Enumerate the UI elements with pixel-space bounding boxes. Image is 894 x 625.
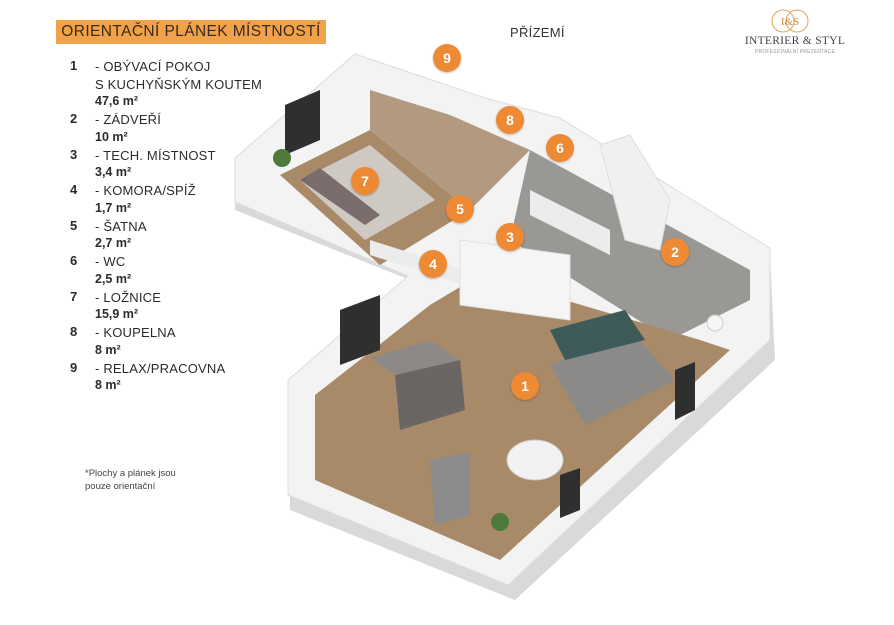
legend-item-2: 2 - ZÁDVEŘÍ 10 m² [70,111,280,146]
note-line-1: *Plochy a plánek jsou [85,468,176,479]
legend-item-6: 6 - WC 2,5 m² [70,253,280,288]
room-number: 7 [70,288,78,304]
room-name: - KOMORA/SPÍŽ [95,183,196,198]
room-marker-1: 1 [511,372,539,400]
room-marker-3: 3 [496,223,524,251]
room-name: - KOUPELNA [95,325,176,340]
room-area: 15,9 m² [95,307,139,321]
room-number: 5 [70,217,78,233]
room-marker-4: 4 [419,250,447,278]
room-area: 8 m² [95,378,121,392]
room-area: 2,7 m² [95,236,132,250]
legend-item-7: 7 - LOŽNICE 15,9 m² [70,289,280,324]
room-area: 2,5 m² [95,271,132,286]
floor-plan: 1 2 3 4 5 6 7 8 9 [230,40,790,610]
room-marker-5: 5 [446,195,474,223]
logo-tagline: PROFESIONÁLNÍ PREZENTACE [755,49,835,55]
room-marker-8: 8 [496,106,524,134]
room-number: 8 [70,324,78,339]
note-line-2: pouze orientační [85,481,156,492]
room-name: - ŠATNA [95,218,147,234]
room-name: - RELAX/PRACOVNA [95,360,226,376]
legend-item-1: 1 - OBÝVACÍ POKOJ S KUCHYŇSKÝM KOUTEM 47… [70,58,280,110]
logo-monogram: I&S [771,9,809,33]
room-legend: 1 - OBÝVACÍ POKOJ S KUCHYŇSKÝM KOUTEM 47… [70,58,280,395]
svg-text:I&S: I&S [781,16,799,28]
room-area: 47,6 m² [95,94,139,108]
room-name: - LOŽNICE [95,289,162,305]
room-name: - ZÁDVEŘÍ [95,112,162,127]
room-area: 1,7 m² [95,200,132,215]
room-marker-7: 7 [351,167,379,195]
room-name: - TECH. MÍSTNOST [95,147,216,163]
room-marker-2: 2 [661,238,689,266]
disclaimer-note: *Plochy a plánek jsou pouze orientační [85,467,205,493]
room-number: 9 [70,359,78,375]
legend-item-3: 3 - TECH. MÍSTNOST 3,4 m² [70,147,280,182]
legend-item-4: 4 - KOMORA/SPÍŽ 1,7 m² [70,182,280,217]
room-name: - OBÝVACÍ POKOJ [95,59,211,74]
legend-item-9: 9 - RELAX/PRACOVNA 8 m² [70,360,280,395]
title-banner: ORIENTAČNÍ PLÁNEK MÍSTNOSTÍ [56,20,326,44]
floor-label: PŘÍZEMÍ [510,25,565,40]
page-title: ORIENTAČNÍ PLÁNEK MÍSTNOSTÍ [61,23,321,40]
room-marker-6: 6 [546,134,574,162]
room-marker-9: 9 [433,44,461,72]
room-number: 1 [70,58,78,73]
logo: I&S INTERIER & STYL PROFESIONÁLNÍ PREZEN… [740,8,850,56]
floor-plan-illustration [234,53,775,600]
room-number: 3 [70,146,78,162]
legend-item-5: 5 - ŠATNA 2,7 m² [70,218,280,253]
room-number: 6 [70,253,78,268]
room-name: - WC [95,254,126,269]
room-area: 10 m² [95,129,128,144]
legend-item-8: 8 - KOUPELNA 8 m² [70,324,280,359]
room-area: 8 m² [95,342,121,357]
logo-name: INTERIER & STYL [744,35,846,47]
room-area: 3,4 m² [95,165,132,179]
room-name-line2: S KUCHYŇSKÝM KOUTEM [95,76,263,92]
room-number: 2 [70,111,78,126]
room-number: 4 [70,182,78,197]
